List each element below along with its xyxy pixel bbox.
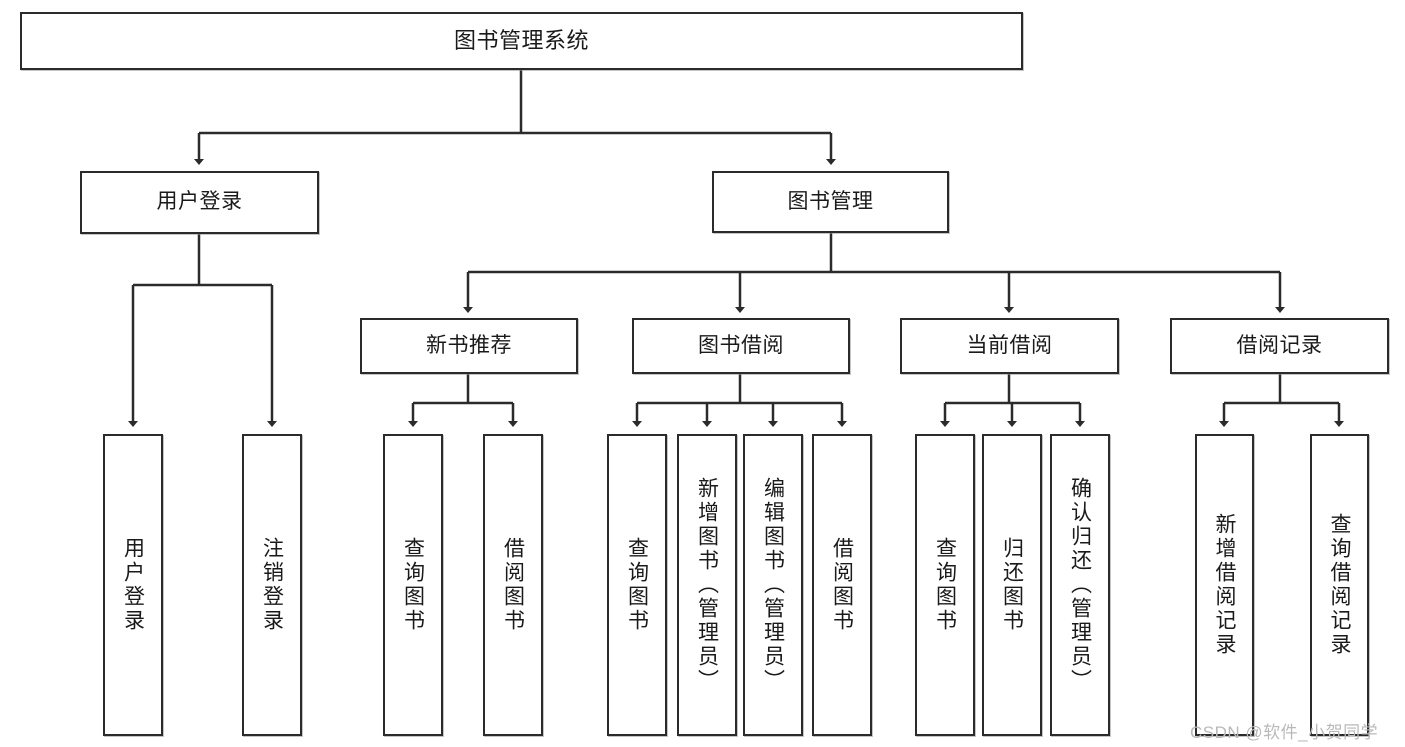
leaf-user-login-login[interactable]: 用户登录 [103,434,163,736]
leaf-book-borrow-borrow-book[interactable]: 借阅图书 [812,434,872,736]
leaf-borrow-records-query-record[interactable]: 查询借阅记录 [1310,434,1369,736]
node-label: 用户登录 [156,190,243,214]
leaf-book-borrow-add-book-admin[interactable]: 新增图书（管理员） [677,434,737,736]
node-label: 确认归还（管理员） [1068,477,1092,693]
leaf-borrow-records-add-record[interactable]: 新增借阅记录 [1195,434,1254,736]
node-label: 图书借阅 [698,333,784,357]
node-label: 新增图书（管理员） [695,477,719,693]
leaf-book-borrow-query-book[interactable]: 查询图书 [607,434,667,736]
node-label: 查询图书 [625,537,649,633]
leaf-user-login-logout[interactable]: 注销登录 [242,434,302,736]
leaf-current-borrow-query-book[interactable]: 查询图书 [915,434,975,736]
node-label: 归还图书 [1000,537,1024,633]
node-borrow-records[interactable]: 借阅记录 [1170,318,1389,374]
node-label: 新书推荐 [426,333,512,357]
node-book-management[interactable]: 图书管理 [712,171,949,233]
node-label: 借阅图书 [501,537,525,633]
node-label: 注销登录 [260,537,284,633]
node-label: 查询借阅记录 [1328,513,1352,657]
leaf-new-book-borrow-book[interactable]: 借阅图书 [483,434,543,736]
leaf-current-borrow-confirm-return-admin[interactable]: 确认归还（管理员） [1050,434,1110,736]
csdn-watermark: CSDN @软件_小贺同学 [1190,723,1379,742]
node-label: 当前借阅 [966,333,1053,357]
node-label: 查询图书 [933,537,957,633]
node-user-login[interactable]: 用户登录 [80,171,319,234]
node-book-management-system[interactable]: 图书管理系统 [20,12,1023,70]
node-current-borrow[interactable]: 当前借阅 [900,318,1119,374]
node-label: 图书管理系统 [453,28,589,54]
node-label: 图书管理 [787,189,874,213]
leaf-new-book-query-book[interactable]: 查询图书 [383,434,443,736]
node-book-borrow[interactable]: 图书借阅 [632,318,850,374]
node-label: 借阅记录 [1236,333,1323,357]
node-label: 用户登录 [121,537,145,633]
node-label: 编辑图书（管理员） [761,477,785,693]
node-label: 借阅图书 [830,537,854,633]
node-label: 新增借阅记录 [1213,513,1237,657]
leaf-current-borrow-return-book[interactable]: 归还图书 [982,434,1042,736]
leaf-book-borrow-edit-book-admin[interactable]: 编辑图书（管理员） [743,434,803,736]
node-label: 查询图书 [401,537,425,633]
node-new-book-recommend[interactable]: 新书推荐 [360,318,578,374]
